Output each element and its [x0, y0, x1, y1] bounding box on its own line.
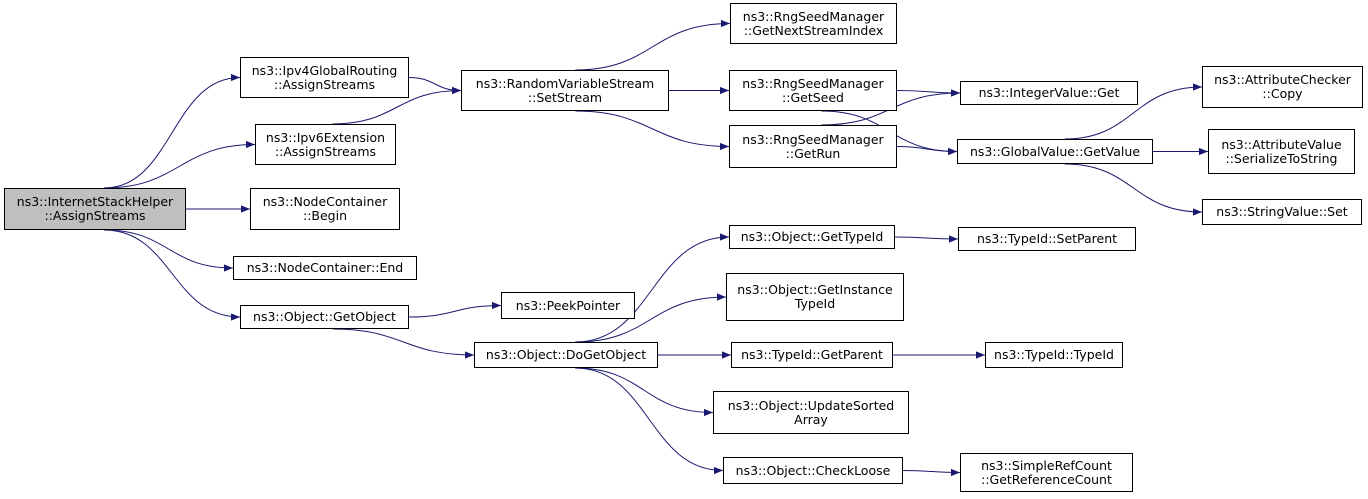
node-root: ns3::InternetStackHelper::AssignStreams [4, 188, 186, 230]
node-label: ns3::InternetStackHelper [16, 194, 174, 209]
node-label: ns3::Object::CheckLoose [735, 462, 891, 478]
node-peek[interactable]: ns3::PeekPointer [501, 292, 635, 319]
node-aser[interactable]: ns3::AttributeValue::SerializeToString [1208, 129, 1355, 174]
node-typeid[interactable]: ns3::TypeId::TypeId [985, 342, 1123, 368]
edge-rvsset-to-rngrun [575, 110, 730, 151]
node-gvget[interactable]: ns3::GlobalValue::GetValue [957, 139, 1153, 164]
node-ipv6ext[interactable]: ns3::Ipv6Extension::AssignStreams [255, 124, 396, 165]
node-label: ns3::NodeContainer [262, 194, 388, 209]
node-label: ::AssignStreams [274, 143, 377, 159]
edge-ipv4gr-to-rvsset [408, 77, 462, 95]
edge-dogetobject-to-updsorted [575, 367, 714, 417]
node-rvsset[interactable]: ns3::RandomVariableStream::SetStream [461, 70, 669, 111]
node-label: ::GetNextStreamIndex [743, 22, 884, 38]
edge-root-to-ipv6ext [104, 140, 256, 189]
node-getparent[interactable]: ns3::TypeId::GetParent [731, 342, 893, 368]
node-label: ::SetStream [527, 89, 603, 105]
node-label: ns3::AttributeChecker [1214, 72, 1351, 87]
node-label: ns3::PeekPointer [515, 297, 621, 313]
node-rngseed[interactable]: ns3::RngSeedManager::GetSeed [729, 70, 897, 111]
node-label: ns3::RngSeedManager [742, 8, 885, 24]
node-label: ::AssignStreams [273, 76, 376, 92]
node-label: ::Begin [302, 208, 348, 223]
node-label: ns3::IntegerValue::Get [978, 85, 1120, 100]
node-label: ::GetRun [785, 145, 841, 161]
node-label: ns3::Object::UpdateSorted [727, 397, 895, 413]
node-label: ns3::GlobalValue::GetValue [969, 143, 1141, 159]
node-label: ns3::RngSeedManager [742, 75, 884, 91]
node-label: ns3::Object::GetInstance [737, 282, 893, 297]
edge-rvsset-to-rngnext [575, 19, 731, 71]
node-label: ns3::TypeId::GetParent [741, 347, 883, 362]
node-label: ::AssignStreams [44, 208, 146, 223]
node-label: ns3::StringValue::Set [1216, 204, 1348, 219]
node-label: ns3::Ipv4GlobalRouting [251, 62, 398, 78]
edge-gettypeid-to-setparent [894, 235, 959, 243]
edge-dogetobject-to-gettypeid [575, 233, 730, 343]
node-gettypeid[interactable]: ns3::Object::GetTypeId [729, 225, 895, 249]
node-label: TypeId [794, 296, 836, 311]
node-label: ns3::NodeContainer::End [246, 260, 404, 275]
node-label: ::Copy [1262, 86, 1303, 101]
node-rngrun[interactable]: ns3::RngSeedManager::GetRun [729, 125, 897, 168]
node-rngnext[interactable]: ns3::RngSeedManager::GetNextStreamIndex [730, 3, 897, 44]
edge-ipv6ext-to-rvsset [332, 86, 462, 125]
edge-root-to-getobject [104, 229, 241, 321]
edge-gvget-to-strset [1064, 163, 1203, 216]
node-label: ns3::RngSeedManager [742, 131, 884, 147]
edge-getobject-to-peek [408, 301, 502, 318]
edge-rngrun-to-gvget [896, 146, 958, 156]
edge-checkloose-to-srcount [902, 468, 961, 477]
node-label: ns3::Object::GetObject [253, 309, 396, 324]
node-label: ns3::SimpleRefCount [981, 457, 1112, 473]
node-label: ns3::Ipv6Extension [265, 129, 386, 145]
node-ipv4gr[interactable]: ns3::Ipv4GlobalRouting::AssignStreams [240, 57, 409, 98]
node-dogetobject[interactable]: ns3::Object::DoGetObject [474, 342, 658, 368]
node-label: ns3::RandomVariableStream [475, 75, 655, 91]
edge-layer [104, 19, 1208, 477]
node-label: ns3::AttributeValue [1221, 136, 1342, 152]
edge-root-to-ipv4gr [104, 73, 241, 189]
node-setparent[interactable]: ns3::TypeId::SetParent [958, 227, 1136, 251]
node-ncend[interactable]: ns3::NodeContainer::End [233, 256, 417, 280]
node-label: ns3::Object::DoGetObject [485, 347, 647, 362]
node-ncbegin[interactable]: ns3::NodeContainer::Begin [250, 188, 400, 230]
node-label: ::GetSeed [782, 89, 844, 105]
node-intget[interactable]: ns3::IntegerValue::Get [960, 81, 1138, 105]
node-srcount[interactable]: ns3::SimpleRefCount::GetReferenceCount [960, 453, 1133, 492]
edge-getobject-to-dogetobject [332, 328, 475, 359]
node-label: ::SerializeToString [1225, 150, 1338, 166]
node-acopy[interactable]: ns3::AttributeChecker::Copy [1202, 66, 1363, 108]
node-checkloose[interactable]: ns3::Object::CheckLoose [723, 457, 903, 484]
edge-root-to-ncend [104, 229, 234, 272]
node-getobject[interactable]: ns3::Object::GetObject [240, 305, 409, 329]
node-label: ns3::TypeId::TypeId [994, 347, 1114, 362]
edge-dogetobject-to-checkloose [575, 367, 724, 475]
edge-rngseed-to-intget [896, 89, 961, 97]
node-strset[interactable]: ns3::StringValue::Set [1202, 199, 1362, 225]
node-label: ns3::Object::GetTypeId [740, 229, 884, 244]
edge-dogetobject-to-getinst [575, 293, 727, 343]
node-label: ::GetReferenceCount [981, 471, 1112, 487]
node-label: Array [794, 411, 828, 427]
edge-gvget-to-acopy [1064, 83, 1203, 140]
node-label: ns3::TypeId::SetParent [976, 231, 1118, 246]
